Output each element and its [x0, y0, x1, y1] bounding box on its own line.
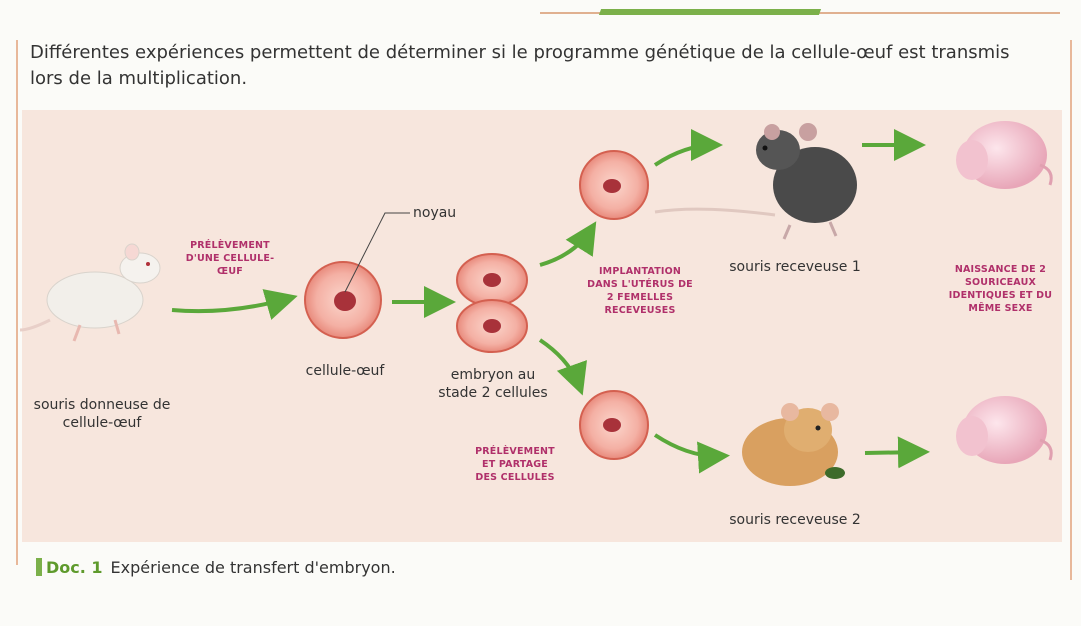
nucleus-label: noyau — [413, 205, 457, 221]
pup-icon-bottom — [956, 396, 1053, 464]
recipient-1-label: souris receveuse 1 — [729, 259, 861, 275]
zygote-label: cellule-œuf — [305, 363, 385, 379]
step-birth: NAISSANCE DE 2 SOURICEAUX IDENTIQUES ET … — [948, 264, 1053, 314]
white-mouse-icon — [19, 243, 161, 342]
embryo-label: embryon au stade 2 cellules — [438, 367, 548, 401]
intro-text: Différentes expériences permettent de dé… — [30, 42, 1010, 89]
step-split: PRÉLÈVEMENT ET PARTAGE DES CELLULES — [475, 446, 555, 483]
caption-doc-label: Doc. 1 — [46, 558, 103, 577]
right-rule — [1070, 40, 1072, 580]
donor-label: souris donneuse de cellule-œuf — [33, 397, 171, 431]
caption-text: Expérience de transfert d'embryon. — [110, 558, 396, 577]
nucleus-pointer-line — [344, 212, 410, 293]
left-rule — [16, 40, 18, 565]
two-cell-embryo — [456, 253, 528, 353]
diagram-panel — [22, 110, 1062, 542]
step-implant: IMPLANTATION DANS L'UTÉRUS DE 2 FEMELLES… — [587, 266, 693, 316]
separated-cell-top — [579, 150, 649, 220]
step-extraction: PRÉLÈVEMENT D'UNE CELLULE-ŒUF — [185, 240, 275, 277]
pup-icon-top — [956, 121, 1053, 189]
figure-caption: Doc. 1 Expérience de transfert d'embryon. — [36, 558, 396, 577]
fawn-mouse-icon — [742, 403, 845, 486]
caption-marker — [36, 558, 42, 576]
recipient-2-label: souris receveuse 2 — [729, 512, 861, 528]
zygote-cell — [304, 261, 382, 339]
separated-cell-bottom — [579, 390, 649, 460]
black-mouse-icon — [654, 123, 857, 240]
